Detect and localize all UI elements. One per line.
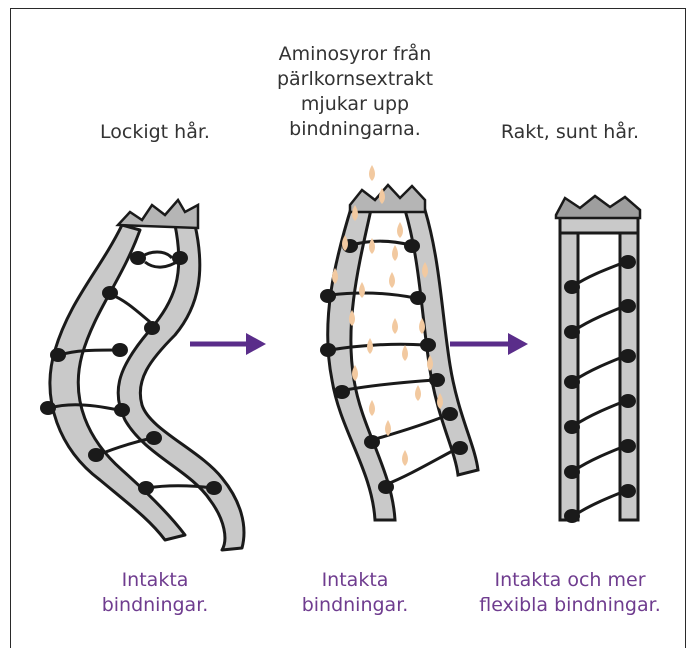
arrow-right-icon <box>450 333 528 355</box>
chain-bond-icon <box>385 448 458 485</box>
chain-bond-icon <box>575 262 625 285</box>
chain-bond-icon <box>352 241 410 245</box>
caption-intact-bonds-middle: Intakta bindningar. <box>275 568 435 618</box>
chain-bond-icon <box>372 415 448 440</box>
droplet-icon <box>402 450 408 466</box>
chain-bond-icon <box>575 356 625 380</box>
middle-strand-left <box>328 205 395 520</box>
droplet-icon <box>367 338 373 354</box>
chain-bond-icon <box>112 295 150 322</box>
caption-flexible-bonds-right: Intakta och mer flexibla bindningar. <box>460 568 680 618</box>
droplet-icon <box>402 345 408 361</box>
droplet-icon <box>369 400 375 416</box>
hair-strand-straight <box>556 196 640 523</box>
hair-strand-curly <box>40 200 244 550</box>
arrow-right-icon <box>190 333 266 355</box>
caption-left-line-1: Intakta <box>70 568 240 593</box>
straight-strand-top <box>556 196 640 218</box>
chain-bond-icon <box>575 401 625 425</box>
droplet-icon <box>369 165 375 181</box>
droplet-icon <box>389 272 395 288</box>
caption-middle-line-2: bindningar. <box>275 593 435 618</box>
caption-right-line-2: flexibla bindningar. <box>460 593 680 618</box>
curly-strand-top <box>118 200 198 228</box>
chain-bond-icon <box>148 486 212 488</box>
droplet-icon <box>392 318 398 334</box>
droplet-icon <box>415 385 421 401</box>
chain-bond-icon <box>575 446 625 470</box>
caption-middle-line-1: Intakta <box>275 568 435 593</box>
chain-bond-icon <box>98 438 152 455</box>
chain-bond-icon <box>345 380 435 390</box>
droplet-icon <box>359 282 365 298</box>
chain-bond-icon <box>575 306 625 330</box>
caption-intact-bonds-left: Intakta bindningar. <box>70 568 240 618</box>
caption-right-line-1: Intakta och mer <box>460 568 680 593</box>
droplet-icon <box>397 222 403 238</box>
chain-bond-icon <box>575 491 625 515</box>
droplet-icon <box>392 245 398 261</box>
middle-strand-top <box>350 185 425 212</box>
curly-strand-left <box>50 225 185 540</box>
caption-left-line-2: bindningar. <box>70 593 240 618</box>
